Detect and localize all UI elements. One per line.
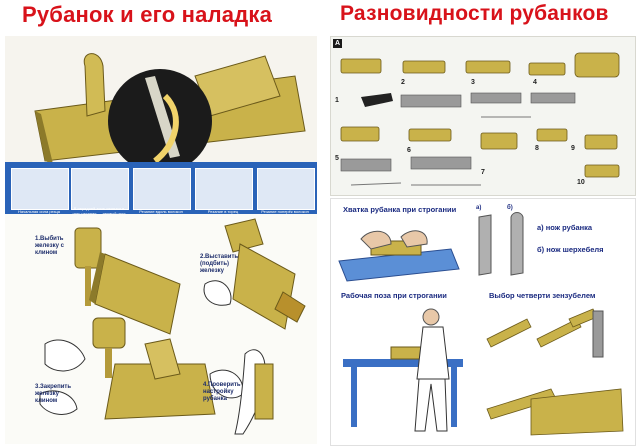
blade-a-marker: а) <box>476 205 482 211</box>
left-title: Рубанок и его наладка <box>22 2 273 27</box>
strip-caption: Резание в торец <box>207 209 239 214</box>
setup-steps-panel: 1.Выбить железку с клином 2.Выставить (п… <box>5 214 317 444</box>
plane-drawing <box>34 53 306 173</box>
strip-caption: Резание вдоль волокон <box>139 209 183 214</box>
setup-drawing <box>39 218 306 435</box>
strip-cell <box>195 168 253 210</box>
strip-caption: Резание поперёк волокон <box>261 209 309 214</box>
step-1-label: 1.Выбить железку с клином <box>35 236 64 256</box>
pose-title: Рабочая поза при строгании <box>341 291 447 300</box>
blade-a-label: а) нож рубанка <box>537 223 593 232</box>
variety-number: 6 <box>407 147 411 154</box>
step-3-label: 3.Закрепить железку клином <box>35 384 72 404</box>
rebate-title: Выбор четверти зензубелем <box>489 291 596 300</box>
strip-caption: Начальная сила резца <box>17 209 61 214</box>
blade-b-label: б) нож шерхебеля <box>537 245 604 254</box>
plane-varieties-panel: А 1 2 3 <box>330 36 636 196</box>
step-4-label: 4.Проверить настройку рубанка <box>203 382 241 402</box>
step-2-label: 2.Выставить (подбить) железку <box>200 254 239 274</box>
variety-number: 1 <box>335 97 339 104</box>
strip-cell <box>11 168 69 210</box>
plane-illustration-panel: Начальная сила резца В передней зоне жел… <box>5 36 317 214</box>
variety-number: 2 <box>401 79 405 86</box>
varieties-drawing <box>340 52 620 186</box>
variety-number: 8 <box>535 145 539 152</box>
variety-number: 3 <box>471 79 475 86</box>
variety-number: 5 <box>335 155 339 162</box>
strip-cell <box>71 168 129 210</box>
panel-marker: А <box>333 39 342 48</box>
strip-cell <box>133 168 191 210</box>
technique-drawing <box>338 212 624 436</box>
grip-title: Хватка рубанка при строгании <box>343 205 457 214</box>
strip-caption: В передней зоне железки в углу резания —… <box>72 206 126 214</box>
variety-number: 4 <box>533 79 537 86</box>
strip-cell <box>257 168 315 210</box>
right-title: Разновидности рубанков <box>340 2 609 25</box>
variety-number: 10 <box>577 179 585 186</box>
variety-number: 9 <box>571 145 575 152</box>
technique-panel: Хватка рубанка при строгании а) б) а) но… <box>330 198 636 446</box>
variety-number: 7 <box>481 169 485 176</box>
blade-b-marker: б) <box>507 205 513 211</box>
